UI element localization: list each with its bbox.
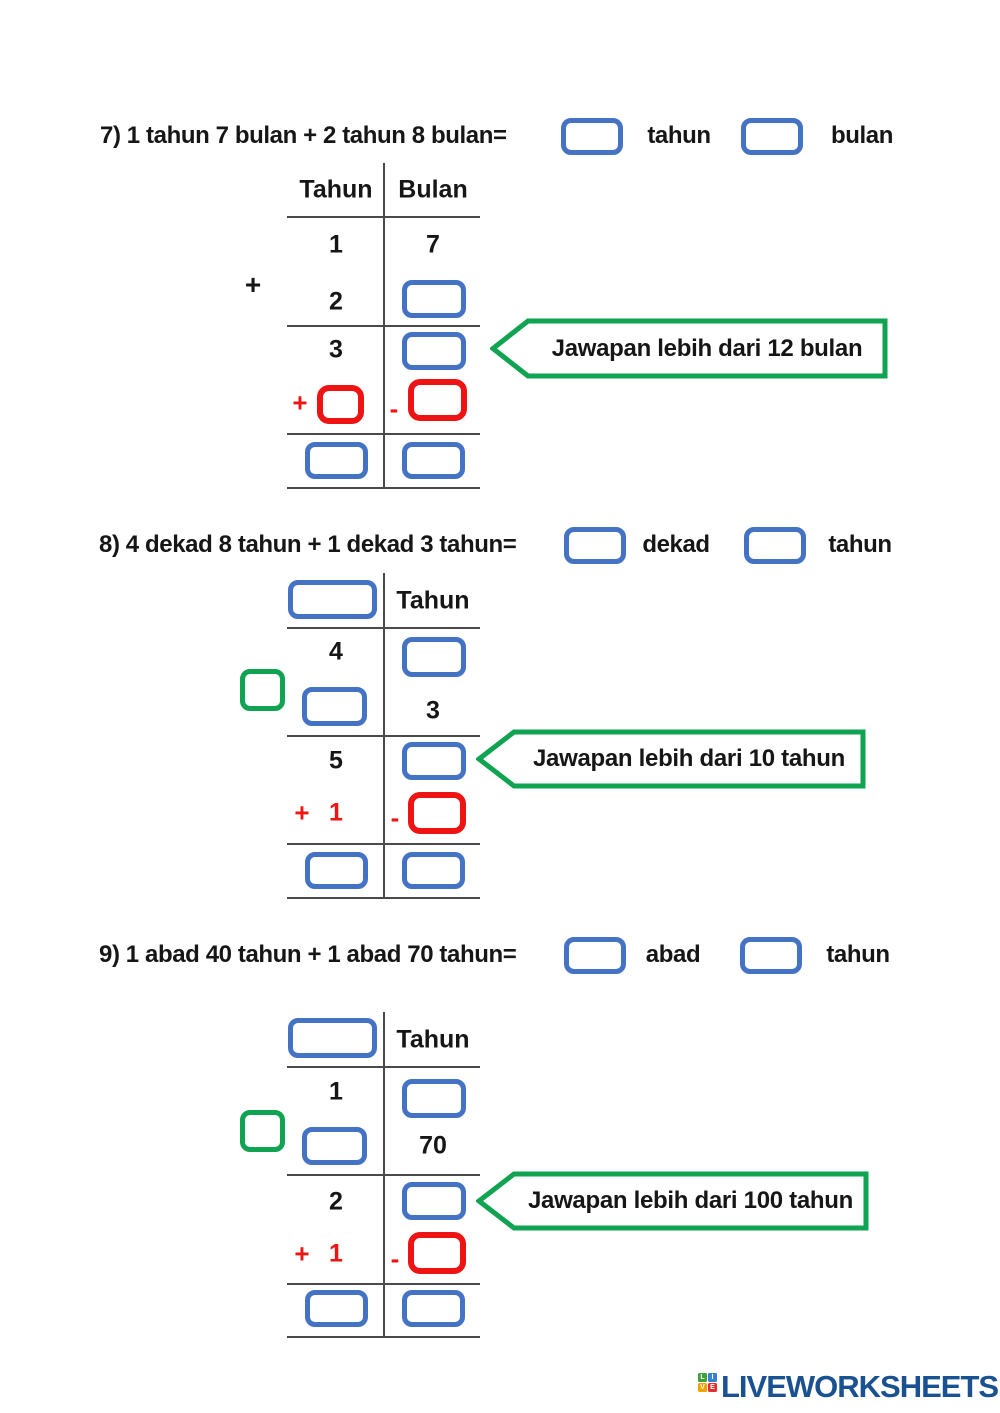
answer-box-9-abad[interactable] [564, 937, 626, 974]
liveworksheets-icon: L I V E [698, 1373, 718, 1393]
table9-header-tahun: Tahun [396, 1025, 470, 1054]
hint-arrow-shape [476, 729, 866, 789]
hint-callout-9-text: Jawapan lebih dari 100 tahun [527, 1187, 854, 1214]
table8-r2c2: 3 [426, 696, 440, 725]
table9-r2c2: 70 [419, 1131, 447, 1160]
table7-r1c1: 1 [329, 230, 343, 259]
liveworksheets-wordmark: LIVEWORKSHEETS [721, 1369, 999, 1404]
table7-plus-operator: + [244, 269, 262, 300]
table7-carry-plus: + [292, 387, 308, 418]
table7-carry-box-tahun[interactable] [317, 385, 364, 424]
table8-r2c1-answer-box[interactable] [302, 687, 367, 726]
table8-r1c1: 4 [329, 637, 343, 666]
answer-box-9-tahun[interactable] [740, 937, 802, 974]
table9-carry-box[interactable] [408, 1232, 466, 1274]
unit-label-8-tahun: tahun [828, 531, 892, 558]
question-7-text: 7) 1 tahun 7 bulan + 2 tahun 8 bulan= [100, 122, 507, 149]
unit-label-9-abad: abad [645, 941, 701, 968]
table8-line-2 [287, 735, 480, 737]
icon-tile-l: L [698, 1373, 707, 1382]
table8-carry-plus: + [294, 797, 310, 828]
icon-tile-v: V [698, 1383, 707, 1392]
table9-r1c1: 1 [329, 1077, 343, 1106]
hint-callout-7-text: Jawapan lebih dari 12 bulan [551, 334, 863, 362]
table8-result-box-dekad[interactable] [305, 852, 368, 889]
table9-line-3 [287, 1283, 480, 1285]
table7-header-tahun: Tahun [299, 175, 373, 204]
hint-callout-8-text: Jawapan lebih dari 10 tahun [533, 745, 845, 772]
table8-carry-box[interactable] [408, 792, 466, 834]
table9-operator-box[interactable] [240, 1110, 285, 1152]
hint-callout-9: Jawapan lebih dari 100 tahun [476, 1171, 869, 1231]
table9-r3c1: 2 [329, 1187, 343, 1216]
question-8-text: 8) 4 dekad 8 tahun + 1 dekad 3 tahun= [99, 531, 517, 558]
table8-header-box[interactable] [288, 580, 377, 619]
table9-r1c2-answer-box[interactable] [402, 1079, 466, 1118]
table7-result-box-tahun[interactable] [305, 442, 368, 479]
table9-line-4 [287, 1336, 480, 1338]
table7-line-4 [287, 487, 480, 489]
icon-tile-i: I [708, 1373, 717, 1382]
table7-carry-minus: - [389, 393, 399, 424]
unit-label-7-bulan: bulan [831, 122, 893, 149]
table7-r1c2: 7 [426, 230, 440, 259]
icon-tile-e: E [708, 1383, 717, 1392]
table9-carry-plus: + [294, 1238, 310, 1269]
table8-carry-value: 1 [329, 798, 343, 827]
table7-header-bulan: Bulan [398, 175, 468, 204]
table7-r3c1: 3 [329, 335, 343, 364]
table7-line-3 [287, 433, 480, 435]
table8-r3c1: 5 [329, 746, 343, 775]
table7-line-2 [287, 325, 480, 327]
table8-r3c2-answer-box[interactable] [402, 742, 466, 780]
unit-label-7-tahun: tahun [647, 122, 711, 149]
table9-r3c2-answer-box[interactable] [402, 1182, 466, 1220]
unit-label-9-tahun: tahun [826, 941, 890, 968]
table8-result-box-tahun[interactable] [402, 852, 465, 889]
hint-callout-7: Jawapan lebih dari 12 bulan [490, 318, 888, 379]
question-9-text: 9) 1 abad 40 tahun + 1 abad 70 tahun= [99, 941, 517, 968]
table9-carry-value: 1 [329, 1239, 343, 1268]
answer-box-8-tahun[interactable] [744, 527, 806, 564]
table9-result-box-abad[interactable] [305, 1290, 368, 1327]
table9-result-box-tahun[interactable] [402, 1290, 465, 1327]
table9-line-2 [287, 1174, 480, 1176]
unit-label-8-dekad: dekad [642, 531, 710, 558]
table8-line-3 [287, 843, 480, 845]
hint-callout-8: Jawapan lebih dari 10 tahun [476, 729, 866, 789]
table7-r3c2-answer-box[interactable] [402, 332, 466, 370]
table7-result-box-bulan[interactable] [402, 442, 465, 479]
table7-carry-box-bulan[interactable] [408, 379, 467, 421]
hint-arrow-shape [490, 318, 888, 379]
answer-box-7-tahun[interactable] [561, 118, 623, 155]
table8-operator-box[interactable] [240, 669, 285, 711]
table9-r2c1-answer-box[interactable] [302, 1127, 367, 1165]
table8-header-tahun: Tahun [396, 586, 470, 615]
table8-r1c2-answer-box[interactable] [402, 637, 466, 677]
table8-carry-minus: - [390, 802, 400, 833]
table9-carry-minus: - [390, 1243, 400, 1274]
answer-box-7-bulan[interactable] [741, 118, 803, 155]
hint-arrow-shape [476, 1171, 869, 1231]
table7-r2c1: 2 [329, 287, 343, 316]
table8-line-4 [287, 897, 480, 899]
answer-box-8-dekad[interactable] [564, 527, 626, 564]
table9-header-box[interactable] [288, 1018, 377, 1058]
table7-r2c2-answer-box[interactable] [402, 280, 466, 318]
